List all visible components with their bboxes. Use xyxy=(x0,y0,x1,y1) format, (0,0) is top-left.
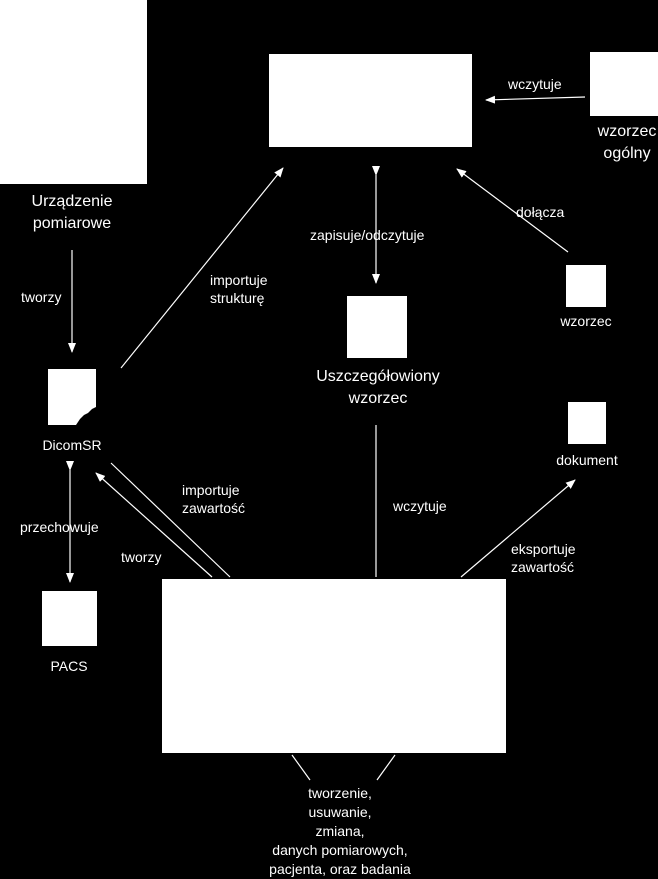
bottom-text-line4: danych pomiarowych, xyxy=(272,842,408,858)
edge-label-creates-device: tworzy xyxy=(21,289,62,305)
template-label: wzorzec xyxy=(560,313,612,329)
arrow-creates-dicomsr xyxy=(95,472,213,578)
document-box xyxy=(568,402,606,444)
device-label-line1: Urządzenie xyxy=(31,193,113,210)
arrow-general-to-editor xyxy=(485,95,586,104)
dicomsr-label: DicomSR xyxy=(42,437,102,453)
general-template-label: wzorzec ogólny xyxy=(588,121,658,165)
detailed-template-label-line2: wzorzec xyxy=(348,390,408,407)
general-template-label-line1: wzorzec xyxy=(597,123,657,140)
edge-label-import-content: importuje zawartość xyxy=(182,481,245,517)
document-label: dokument xyxy=(556,452,618,468)
dicomsr-file-icon xyxy=(48,369,96,425)
edge-label-loads-general: wczytuje xyxy=(508,76,562,92)
edge-label-export-line2: zawartość xyxy=(511,559,575,575)
device-label-line2: pomiarowe xyxy=(32,215,112,232)
edge-label-import-content-line2: zawartość xyxy=(182,500,246,516)
edge-label-export: eksportuje zawartość xyxy=(511,540,576,576)
line-bottom-left xyxy=(291,754,311,781)
edge-label-attaches: dołącza xyxy=(516,204,565,220)
detailed-template-box xyxy=(347,296,407,358)
bottom-text-line5: pacjenta, oraz badania xyxy=(269,861,411,877)
bottom-text-line2: usuwanie, xyxy=(308,804,372,820)
line-bottom-right xyxy=(376,754,396,781)
editor-box xyxy=(269,54,472,147)
general-template-label-line2: ogólny xyxy=(603,145,651,162)
bottom-text-line1: tworzenie, xyxy=(308,785,372,801)
edge-label-loads-detailed: wczytuje xyxy=(393,498,447,514)
device-label: Urządzenie pomiarowe xyxy=(0,191,144,235)
detailed-template-label-line1: Uszczegółowiony xyxy=(316,368,440,385)
edge-label-stores: przechowuje xyxy=(20,519,99,535)
edge-label-import-structure: importuje strukturę xyxy=(210,271,268,307)
edge-label-save-read: zapisuje/odczytuje xyxy=(310,227,425,243)
arrow-import-structure xyxy=(120,167,284,369)
edge-label-import-content-line1: importuje xyxy=(182,482,240,498)
measurement-device-box xyxy=(0,0,147,184)
edge-label-creates-app: tworzy xyxy=(121,549,162,565)
bottom-operations-text: tworzenie, usuwanie, zmiana, danych pomi… xyxy=(240,784,440,879)
arrow-import-content xyxy=(110,462,231,578)
edge-label-export-line1: eksportuje xyxy=(511,541,576,557)
detailed-template-label: Uszczegółowiony wzorzec xyxy=(296,366,460,410)
arrow-export xyxy=(460,479,576,578)
pacs-box xyxy=(42,591,97,646)
arrow-template-to-editor xyxy=(456,168,569,253)
bottom-text-line3: zmiana, xyxy=(315,823,365,839)
template-box xyxy=(566,265,606,307)
application-box xyxy=(162,579,506,753)
pacs-label: PACS xyxy=(50,658,88,674)
edge-label-import-structure-line2: strukturę xyxy=(210,290,265,306)
edge-label-import-structure-line1: importuje xyxy=(210,272,268,288)
general-template-box xyxy=(590,52,658,116)
